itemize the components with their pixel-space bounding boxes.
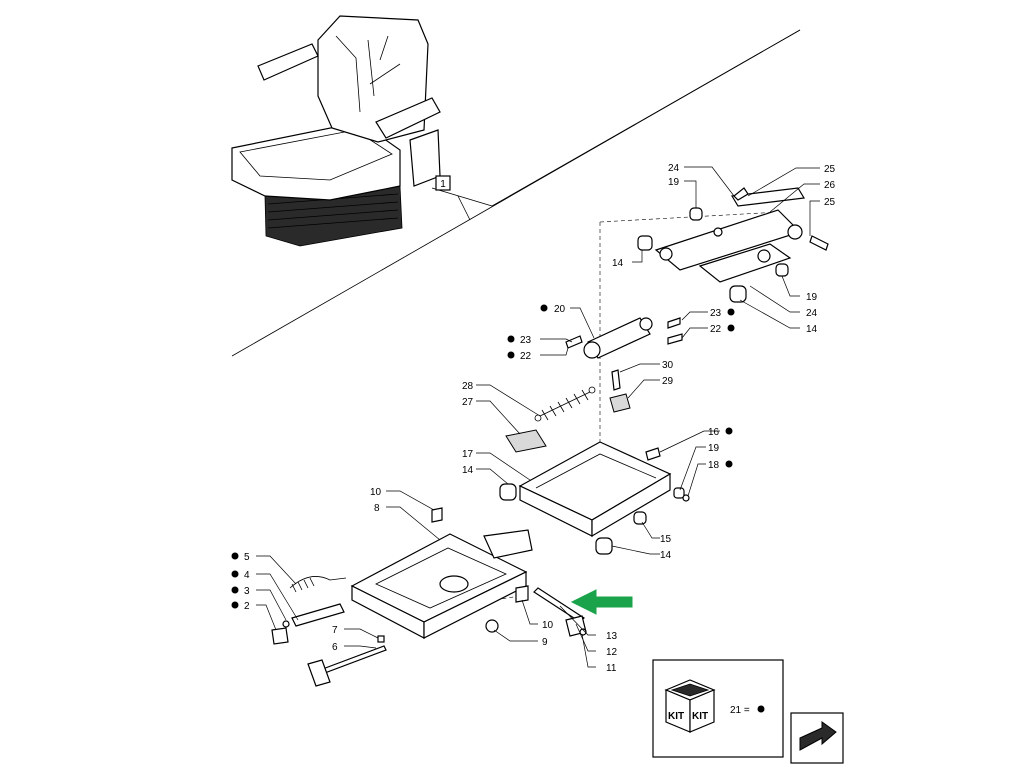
callout-10: 10 <box>370 487 382 498</box>
callout-2: 2 <box>244 601 250 612</box>
callout-17: 17 <box>462 449 474 460</box>
callout-29: 29 <box>662 376 674 387</box>
next-page-arrow-icon[interactable] <box>790 712 844 764</box>
callout-28: 28 <box>462 381 474 392</box>
callout-6: 6 <box>332 642 338 653</box>
upper-linkage <box>637 187 829 303</box>
kit-word-right: KIT <box>692 711 708 722</box>
kit-equation-text: 21 = <box>730 705 750 716</box>
callout-25: 25 <box>824 197 836 208</box>
callout-14: 14 <box>612 258 624 269</box>
callout-15: 15 <box>660 534 672 545</box>
callout-30: 30 <box>662 360 674 371</box>
tension-spring <box>534 386 596 422</box>
callout-3: 3 <box>244 586 250 597</box>
callout-22: 22 <box>710 324 722 335</box>
gas-damper <box>565 317 683 359</box>
callout-20: 20 <box>554 304 566 315</box>
adjustment-handle <box>271 576 387 687</box>
callout-19: 19 <box>708 443 720 454</box>
callout-24: 24 <box>668 163 680 174</box>
callout-19: 19 <box>668 177 680 188</box>
spring-bracket <box>505 429 547 453</box>
kit-box-icon: KIT KIT <box>664 679 716 733</box>
callout-19: 19 <box>806 292 818 303</box>
slide-rod <box>533 587 587 637</box>
seat-assembly-illustration: 1 <box>231 15 451 247</box>
kit-legend: KIT KIT 21 = <box>652 659 784 758</box>
callout-labels: 24 19 25 26 25 14 19 24 14 20 23 22 23 2… <box>244 163 836 674</box>
callout-12: 12 <box>606 647 618 658</box>
callout-10: 10 <box>542 620 554 631</box>
lower-frame <box>499 441 690 555</box>
callout-9: 9 <box>542 637 548 648</box>
callout-13: 13 <box>606 631 618 642</box>
reference-frame <box>231 29 801 357</box>
base-slide-plate <box>350 507 533 639</box>
highlight-arrow-icon <box>570 589 633 615</box>
callout-8: 8 <box>374 503 380 514</box>
callout-22: 22 <box>520 351 532 362</box>
block-29 <box>609 393 631 413</box>
ref-box-label: 1 <box>440 179 446 190</box>
callout-16: 16 <box>708 427 720 438</box>
callout-23: 23 <box>520 335 532 346</box>
kit-marker-dots <box>231 304 735 609</box>
callout-14: 14 <box>462 465 474 476</box>
callout-4: 4 <box>244 570 250 581</box>
callout-11: 11 <box>606 663 617 674</box>
callout-27: 27 <box>462 397 474 408</box>
callout-24: 24 <box>806 308 818 319</box>
callout-14: 14 <box>660 550 672 561</box>
callout-18: 18 <box>708 460 720 471</box>
callout-23: 23 <box>710 308 722 319</box>
callout-25: 25 <box>824 164 836 175</box>
kit-word-left: KIT <box>668 711 684 722</box>
callout-7: 7 <box>332 625 338 636</box>
bolt-30 <box>611 369 621 391</box>
callout-14: 14 <box>806 324 818 335</box>
callout-26: 26 <box>824 180 836 191</box>
callout-5: 5 <box>244 552 250 563</box>
callout-leaders <box>256 166 820 668</box>
